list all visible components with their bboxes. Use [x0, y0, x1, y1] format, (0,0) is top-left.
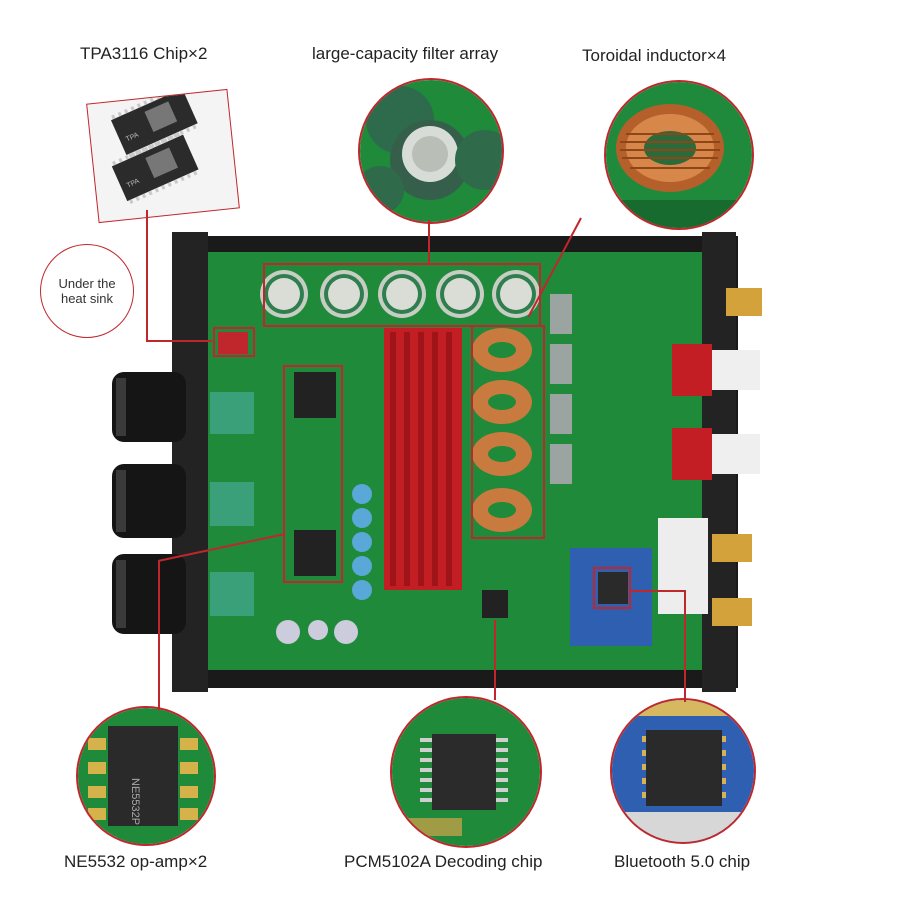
heat-sink-callout: Under the heat sink	[40, 244, 134, 338]
pcm5102a-chip-graphic	[392, 698, 540, 846]
inductor-count: ×4	[706, 46, 727, 65]
filter-closeup	[358, 78, 504, 224]
ne5532-closeup: NE5532P	[76, 706, 216, 846]
tpa3116-count: ×2	[188, 44, 208, 63]
pcm5102a-closeup	[390, 696, 542, 848]
amplifier-board	[112, 232, 762, 692]
ne5532-label-text: NE5532 op-amp	[64, 852, 188, 871]
tpa3116-chips-graphic: TPA TPA	[110, 90, 199, 204]
bt-connector-h	[630, 590, 686, 592]
pcm-connector	[494, 620, 496, 700]
filter-caps-graphic	[360, 80, 502, 222]
bluetooth-label: Bluetooth 5.0 chip	[614, 852, 751, 871]
tpa-connector-v	[146, 210, 148, 342]
amplifier-board-graphic	[112, 232, 762, 692]
ne5532-chip-graphic: NE5532P	[78, 708, 214, 844]
tpa3116-photo: TPA TPA	[86, 88, 240, 224]
tpa3116-label-text: TPA3116 Chip	[80, 44, 189, 63]
bt-connector-v	[684, 590, 686, 702]
bluetooth-chip-graphic	[612, 700, 754, 842]
inductor-label: Toroidal inductor×4	[582, 46, 726, 66]
tpa-connector-h	[146, 340, 212, 342]
ne5532-label: NE5532 op-amp×2	[64, 852, 207, 872]
svg-text:TPA: TPA	[126, 178, 141, 190]
filter-label: large-capacity filter array	[312, 44, 499, 63]
svg-text:TPA: TPA	[125, 132, 140, 144]
filter-connector	[428, 220, 430, 264]
bluetooth-closeup	[610, 698, 756, 844]
tpa3116-label: TPA3116 Chip×2	[80, 44, 207, 64]
svg-text:NE5532P: NE5532P	[129, 778, 141, 825]
ne5532-count: ×2	[187, 852, 208, 871]
inductor-label-text: Toroidal inductor	[582, 46, 707, 65]
inductor-closeup	[604, 80, 754, 230]
heat-sink-callout-text: Under the heat sink	[58, 276, 116, 306]
ne5532-connector	[158, 560, 160, 710]
pcm5102a-label: PCM5102A Decoding chip	[344, 852, 543, 871]
inductor-graphic	[606, 82, 752, 228]
